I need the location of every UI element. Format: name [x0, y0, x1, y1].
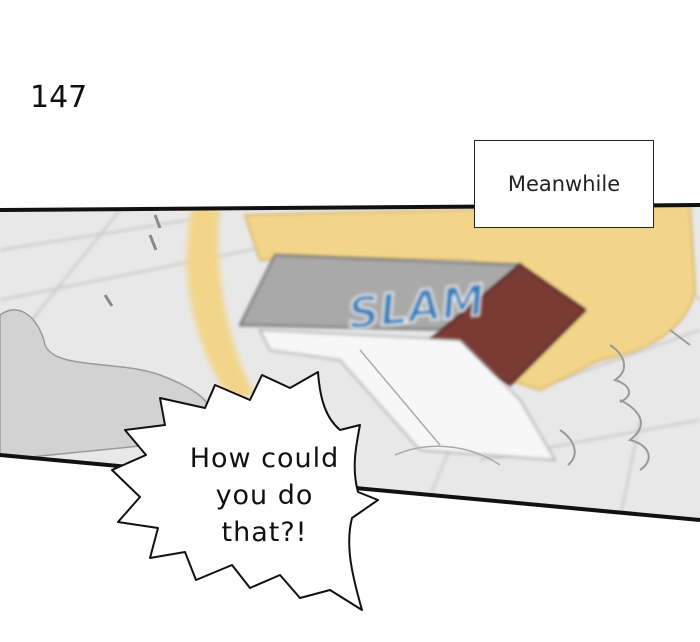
speech-text: How could you do that?!	[172, 440, 357, 551]
caption-box: Meanwhile	[474, 140, 654, 228]
caption-text: Meanwhile	[507, 172, 621, 196]
impact-lines	[559, 329, 691, 471]
speech-line-3: that?!	[221, 517, 308, 548]
debris	[103, 214, 162, 307]
page-number: 147	[30, 80, 88, 115]
book-page-lines	[359, 349, 501, 466]
speech-line-1: How could	[189, 443, 340, 474]
book-pages-white	[258, 329, 557, 461]
panel-artwork	[0, 205, 700, 520]
speech-bubble	[111, 371, 379, 611]
book-cover-tan-left	[186, 205, 255, 400]
speech-line-2: you do	[215, 480, 314, 511]
